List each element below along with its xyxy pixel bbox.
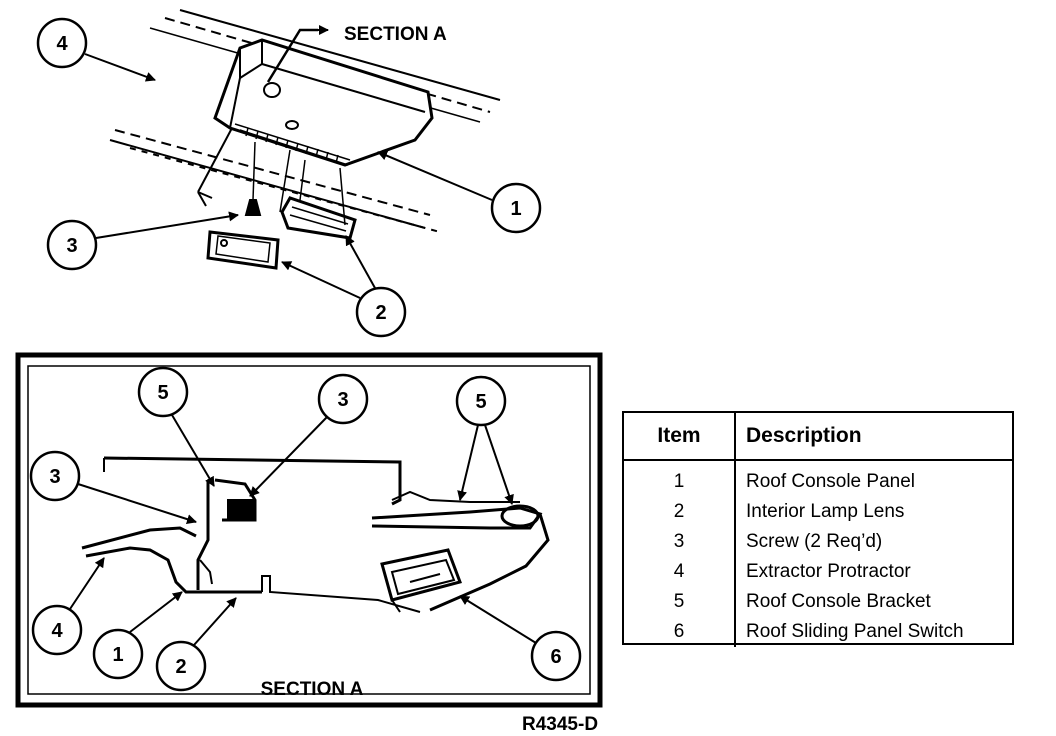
callout-3-upper: 3: [249, 373, 369, 497]
legend-header-row: Item Description: [624, 413, 1012, 461]
svg-text:3: 3: [66, 235, 77, 257]
lamp-lens-left: [206, 230, 280, 270]
legend-item-number: 3: [624, 527, 736, 557]
legend-item-number: 5: [624, 587, 736, 617]
lamp-lens-right: [280, 196, 357, 240]
top-section-label: SECTION A: [344, 24, 447, 45]
table-row: 5 Roof Console Bracket: [624, 587, 1012, 617]
svg-text:1: 1: [510, 198, 521, 220]
section-a-caption: SECTION A: [261, 679, 364, 700]
table-row: 2 Interior Lamp Lens: [624, 497, 1012, 527]
legend-table: Item Description 1 Roof Console Panel 2 …: [624, 413, 1012, 647]
section-profile: [81, 456, 550, 613]
figure-code: R4345-D: [522, 714, 598, 735]
console-grille: [234, 123, 351, 166]
svg-text:1: 1: [112, 644, 123, 666]
callout-5-left: 5: [137, 366, 215, 487]
callout-1-top: 1: [377, 150, 542, 234]
svg-text:4: 4: [51, 620, 63, 642]
legend-item-description: Roof Console Bracket: [746, 591, 931, 612]
legend-item-description: Roof Console Panel: [746, 471, 915, 492]
svg-text:3: 3: [337, 389, 348, 411]
callout-2-section: 2: [155, 597, 237, 692]
table-row: 4 Extractor Protractor: [624, 557, 1012, 587]
top-callouts: 4 1 3 2: [36, 17, 542, 338]
legend-item-description: Interior Lamp Lens: [746, 501, 905, 522]
svg-text:6: 6: [550, 646, 561, 668]
legend-item-description: Extractor Protractor: [746, 561, 911, 582]
callout-3-left: 3: [29, 450, 197, 525]
section-a-box: 5 3 5 3 4: [15, 352, 603, 708]
table-row: 3 Screw (2 Req’d): [624, 527, 1012, 557]
section-a-indicator: [266, 25, 329, 83]
svg-text:2: 2: [175, 656, 186, 678]
legend-item-description: Roof Sliding Panel Switch: [746, 621, 964, 642]
svg-text:5: 5: [475, 391, 486, 413]
table-row: 1 Roof Console Panel: [624, 460, 1012, 497]
screw: [244, 141, 262, 216]
section-callouts: 5 3 5 3 4: [29, 366, 582, 692]
svg-text:4: 4: [56, 33, 68, 55]
roof-console-body: [213, 38, 434, 167]
callout-5-right: 5: [455, 375, 514, 505]
callout-3-top: 3: [46, 211, 239, 271]
callout-2-top: 2: [281, 235, 407, 338]
parts-legend: Item Description 1 Roof Console Panel 2 …: [622, 411, 1014, 647]
legend-header-item: Item: [624, 413, 736, 461]
callout-6-section: 6: [459, 595, 582, 682]
legend-item-number: 6: [624, 617, 736, 647]
legend-header-description: Description: [735, 413, 1012, 461]
legend-item-number: 4: [624, 557, 736, 587]
callout-4-section: 4: [31, 557, 105, 656]
svg-text:3: 3: [49, 466, 60, 488]
legend-item-description: Screw (2 Req’d): [746, 531, 883, 552]
svg-text:5: 5: [157, 382, 168, 404]
legend-item-number: 2: [624, 497, 736, 527]
legend-item-number: 1: [624, 460, 736, 497]
table-row: 6 Roof Sliding Panel Switch: [624, 617, 1012, 647]
callout-4-top: 4: [36, 17, 156, 82]
callout-1-section: 1: [92, 591, 183, 680]
svg-text:2: 2: [375, 302, 386, 324]
top-exploded-view: [109, 9, 501, 270]
